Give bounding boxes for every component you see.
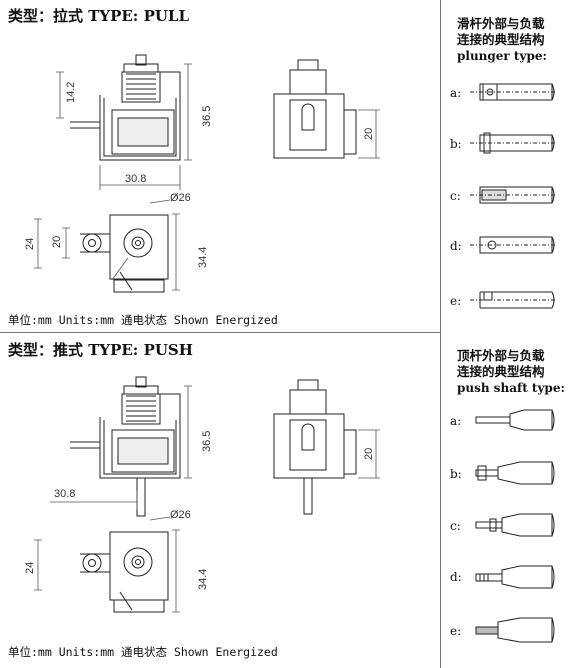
pull-title: 类型：拉式 TYPE: PULL [8,7,190,25]
push-title: 类型：推式 TYPE: PUSH [8,341,193,359]
vertical-divider [440,0,441,668]
pushshaft-label-b: b: [450,467,462,481]
push-units-label: 单位:mm Units:mm 通电状态 Shown Energized [8,645,278,659]
push-dim-24: 24 [24,562,36,574]
pushshaft-title-line1: 顶杆外部与负载 [457,348,545,363]
pushshaft-subtitle: push shaft type: [457,381,565,395]
pull-dim-20: 20 [51,236,63,248]
plunger-subtitle: plunger type: [457,49,547,63]
pull-dim-34-4: 34.4 [197,247,209,268]
plunger-label-b: b: [450,137,462,151]
plunger-label-e: e: [450,294,462,308]
pull-dim-14-2: 14.2 [65,82,77,103]
pull-dim-20-side: 20 [363,128,375,140]
pushshaft-title-line2: 连接的典型结构 [457,364,545,379]
pushshaft-label-e: e: [450,624,462,638]
push-dim-20-side: 20 [363,448,375,460]
push-dim-34-4: 34.4 [197,569,209,590]
plunger-title-line1: 滑杆外部与负载 [457,16,545,31]
horizontal-divider [0,332,440,333]
push-dim-30-8: 30.8 [54,488,75,500]
push-dim-36-5: 36.5 [201,431,213,452]
plunger-label-c: c: [450,189,461,203]
plunger-title-line2: 连接的典型结构 [457,32,545,47]
pull-dim-phi-26: Ø26 [170,192,191,204]
pull-dim-36-5: 36.5 [201,106,213,127]
pull-dim-24: 24 [24,238,36,250]
plunger-label-a: a: [450,86,462,100]
pushshaft-label-d: d: [450,570,462,584]
pull-units-label: 单位:mm Units:mm 通电状态 Shown Energized [8,313,278,327]
pushshaft-label-a: a: [450,414,462,428]
pushshaft-label-c: c: [450,519,461,533]
plunger-label-d: d: [450,239,462,253]
push-dim-phi-26: Ø26 [170,509,191,521]
pull-dim-30-8: 30.8 [125,173,146,185]
